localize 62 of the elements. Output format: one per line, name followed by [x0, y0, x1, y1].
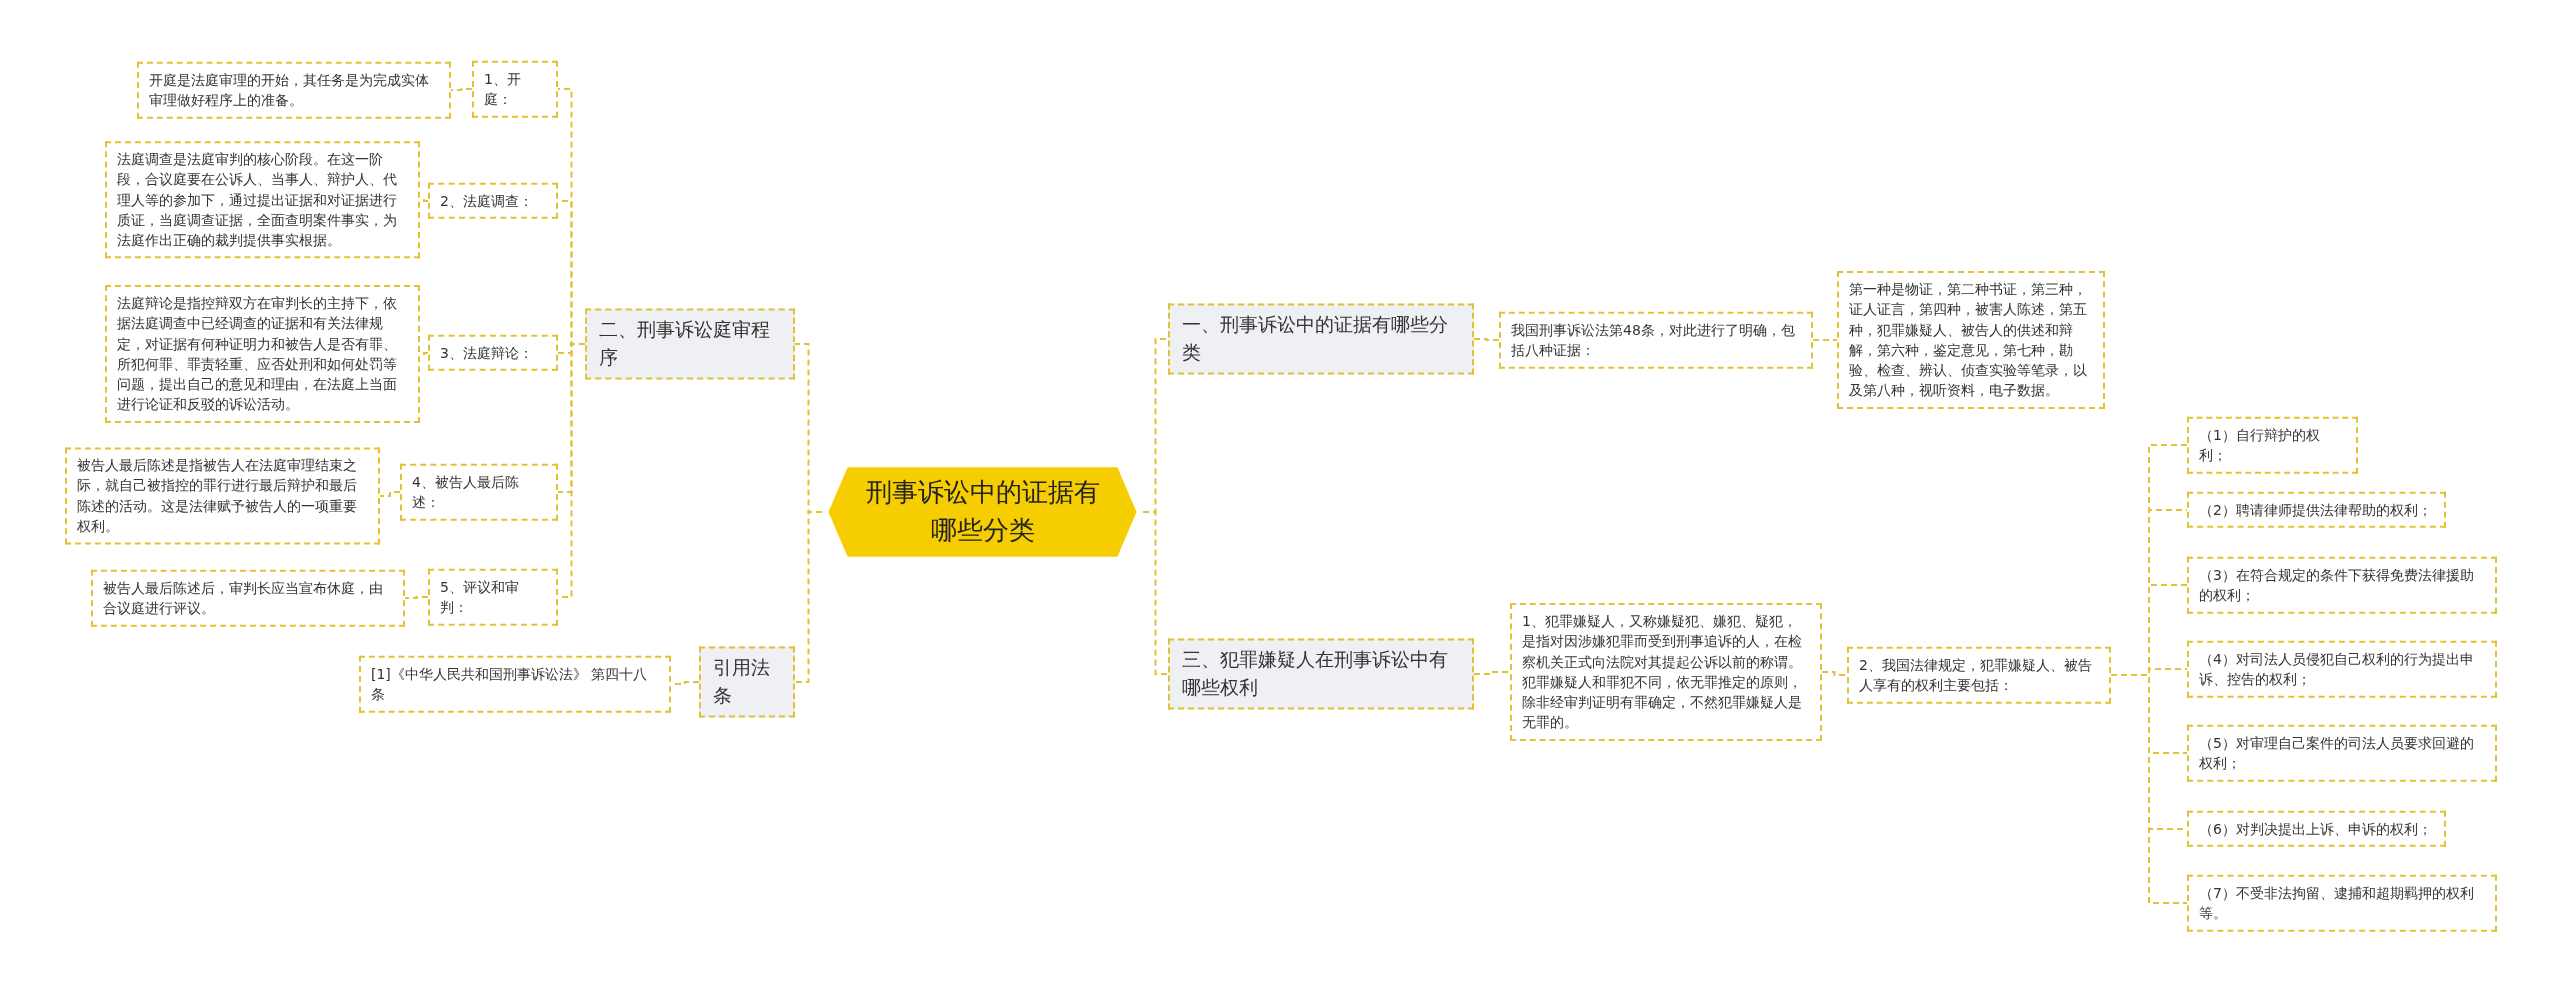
- node-text: （7）不受非法拘留、逮捕和超期羁押的权利等。: [2199, 884, 2474, 921]
- node-text: （1）自行辩护的权利；: [2199, 426, 2320, 463]
- connector-line: [1142, 511, 1169, 675]
- node-text: （2）聘请律师提供法律帮助的权利；: [2199, 501, 2432, 518]
- branch-box: [1168, 303, 1474, 375]
- node-text: 开庭是法庭审理的开始，其任务是为完成实体审理做好程序上的准备。: [149, 71, 429, 108]
- text-box: [472, 60, 558, 118]
- branch-box: [1168, 638, 1474, 710]
- connector-line: [1812, 339, 1838, 341]
- text-box: [2187, 491, 2446, 529]
- connector-line: [1821, 671, 1848, 676]
- connector-line: [794, 511, 823, 683]
- node-text: （3）在符合规定的条件下获得免费法律援助的权利；: [2199, 566, 2474, 603]
- node-text: 我国刑事诉讼法第48条，对此进行了明确，包括八种证据：: [1511, 321, 1795, 358]
- node-text: 法庭调查是法庭审判的核心阶段。在这一阶段，合议庭要在公诉人、当事人、辩护人、代理人等的参加下，通过提出证据和对证据进行质证，当庭调查证据，全面查明案件事实，为法庭作出正确的裁判提供事实根据。: [117, 151, 397, 249]
- text-box: [91, 569, 405, 627]
- connector-line: [404, 596, 429, 599]
- text-box: [137, 61, 451, 119]
- node-text: 4、被告人最后陈述：: [412, 473, 519, 510]
- connector-line: [2110, 674, 2188, 904]
- node-text: 第一种是物证，第二种书证，第三种，证人证言，第四种，被害人陈述，第五种，犯罪嫌疑人、被告人的供述和辩解，第六种，鉴定意见，第七种，勘验、检查、辨认、侦查实验等笔录，以及第八种，视听资料，电子数据。: [1849, 281, 2087, 399]
- node-text: 5、评议和审判：: [440, 578, 519, 615]
- text-box: [1510, 603, 1822, 741]
- text-box: [2187, 810, 2446, 848]
- node-text: 法庭辩论是指控辩双方在审判长的主持下，依据法庭调查中已经调查的证据和有关法律规定，对证据有何种证明力和被告人是否有罪、所犯何罪、罪责轻重、应否处刑和如何处罚等问题，提出自己的意见和理由，在法庭上当面进行论证和反驳的诉讼活动。: [117, 295, 397, 413]
- node-text: （5）对审理自己案件的司法人员要求回避的权利；: [2199, 734, 2474, 771]
- node-text: 2、法庭调查：: [440, 192, 533, 209]
- text-box: [105, 141, 420, 259]
- text-box: [1499, 311, 1813, 369]
- connector-line: [1473, 671, 1511, 675]
- node-text: 2、我国法律规定，犯罪嫌疑人、被告人享有的权利主要包括：: [1859, 656, 2092, 693]
- node-text: （4）对司法人员侵犯自己权利的行为提出申诉、控告的权利；: [2199, 650, 2474, 687]
- text-box: [2187, 640, 2497, 698]
- text-box: [2187, 724, 2497, 782]
- node-text: 被告人最后陈述是指被告人在法庭审理结束之际，就自己被指控的罪行进行最后辩护和最后陈述的活动。这是法律赋予被告人的一项重要权利。: [77, 457, 357, 535]
- text-box: [428, 568, 558, 626]
- connector-line: [379, 491, 401, 497]
- node-text: 3、法庭辩论：: [440, 344, 533, 361]
- text-box: [400, 463, 558, 521]
- text-box: [65, 447, 380, 545]
- node-text: 一、刑事诉讼中的证据有哪些分类: [1182, 313, 1448, 363]
- node-text: 1、犯罪嫌疑人，又称嫌疑犯、嫌犯、疑犯，是指对因涉嫌犯罪而受到刑事追诉的人，在检察机关正式向法院对其提起公诉以前的称谓。犯罪嫌疑人和罪犯不同，依无罪推定的原则，除非经审判证明有罪确定，不然犯罪嫌疑人是无罪的。: [1522, 613, 1802, 731]
- node-text: 1、开庭：: [484, 70, 521, 107]
- node-text: 被告人最后陈述后，审判长应当宣布休庭，由合议庭进行评议。: [103, 579, 383, 616]
- text-box: [1847, 646, 2111, 704]
- node-text: 三、犯罪嫌疑人在刑事诉讼中有哪些权利: [1182, 648, 1448, 698]
- branch-box: [585, 308, 795, 380]
- text-box: [359, 655, 671, 713]
- connector-line: [450, 88, 473, 91]
- text-box: [428, 182, 558, 220]
- text-box: [428, 334, 558, 372]
- text-box: [2187, 416, 2358, 474]
- node-text: 引用法条: [713, 656, 770, 706]
- text-box: [2187, 556, 2497, 614]
- node-text: （6）对判决提出上诉、申诉的权利；: [2199, 820, 2432, 837]
- text-box: [2187, 874, 2497, 932]
- connector-line: [1473, 338, 1500, 341]
- node-text: 二、刑事诉讼庭审程序: [599, 318, 770, 368]
- text-box: [105, 285, 420, 423]
- node-text: [1]《中华人民共和国刑事诉讼法》 第四十八条: [371, 665, 648, 702]
- text-box: [1837, 271, 2105, 409]
- branch-box: [699, 646, 795, 718]
